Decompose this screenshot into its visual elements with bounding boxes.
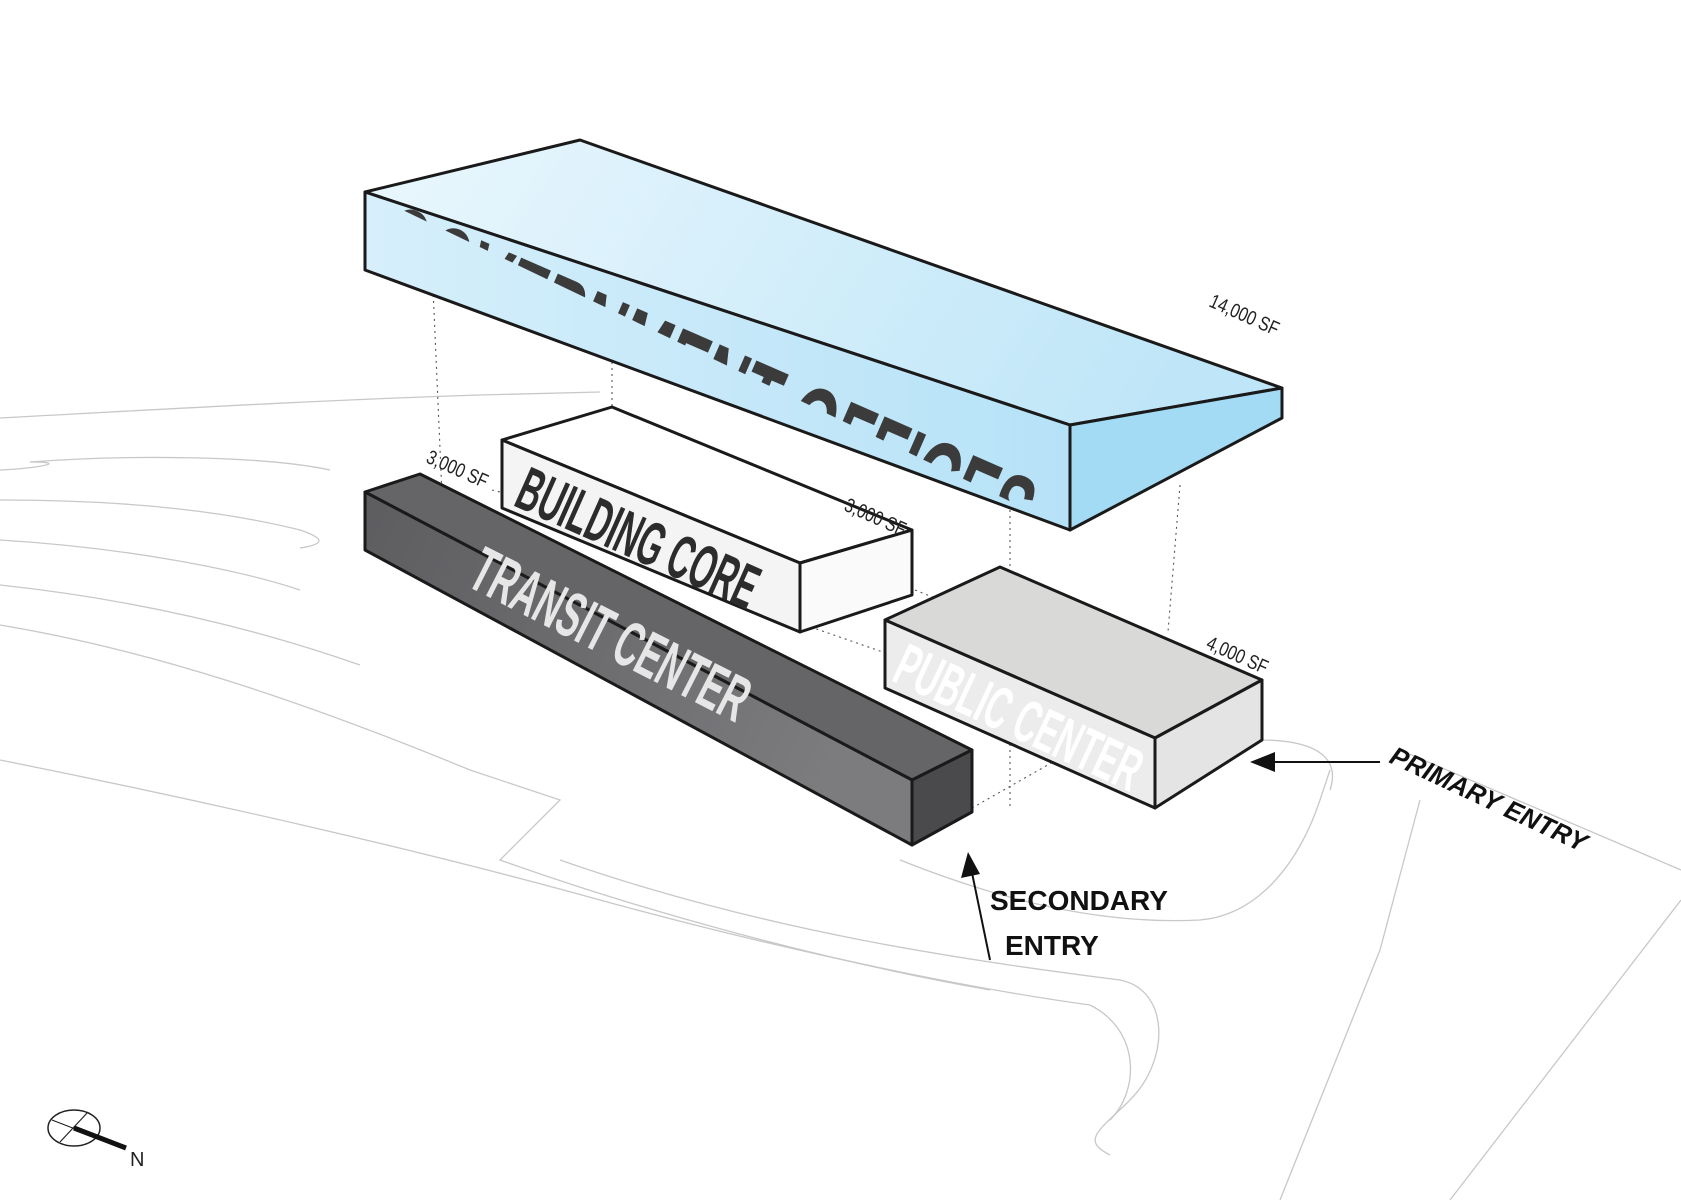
site-line (0, 584, 361, 666)
site-line (1089, 1004, 1132, 1121)
building-core-side (798, 528, 914, 634)
site-line (899, 769, 1331, 922)
secondary-entry-callout: SECONDARY ENTRY (961, 852, 1168, 961)
site-line (0, 499, 320, 549)
compass-north-pointer (73, 1125, 127, 1151)
government-offices-side (1068, 386, 1284, 532)
site-line (0, 391, 601, 419)
site-line (0, 456, 331, 471)
public-center-side (1153, 678, 1264, 810)
site-contours (0, 391, 1681, 1200)
primary-entry-arrowhead (1250, 752, 1275, 772)
site-line (1259, 739, 1334, 791)
secondary-entry-arrow-line (970, 867, 991, 961)
secondary-entry-label-line2: ENTRY (1005, 930, 1099, 961)
site-line (0, 759, 1091, 1006)
transit-center-block: TRANSIT CENTER 3,000 SF (363, 446, 974, 847)
north-label: N (130, 1149, 144, 1171)
compass-ellipse (47, 1109, 101, 1147)
transit-center-side (910, 748, 974, 847)
north-compass: N (47, 1109, 144, 1171)
site-line (0, 539, 301, 591)
secondary-entry-label-line1: SECONDARY (990, 885, 1168, 916)
site-line (1399, 749, 1681, 871)
secondary-entry-arrowhead (961, 852, 980, 878)
site-line (1449, 899, 1681, 1200)
primary-entry-label: PRIMARY ENTRY (1385, 740, 1594, 859)
compass-line (59, 1111, 89, 1143)
primary-entry-callout: PRIMARY ENTRY (1250, 740, 1594, 859)
site-line (1279, 799, 1421, 1200)
government-offices-area: 14,000 SF (1206, 290, 1282, 340)
